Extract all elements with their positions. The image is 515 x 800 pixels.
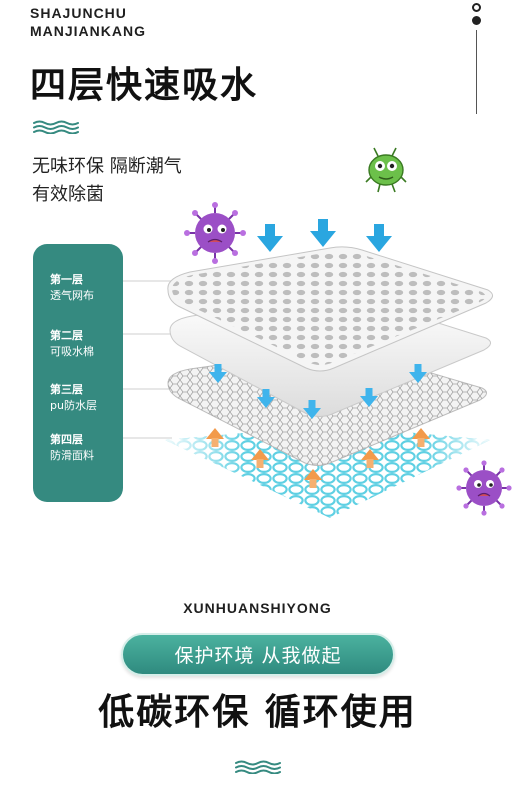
- brand-line-1: SHAJUNCHU: [30, 5, 127, 21]
- layer-item-2: 第二层 可吸水棉: [50, 328, 94, 360]
- vertical-rule: [476, 30, 477, 114]
- layer-name: 第三层: [50, 383, 83, 396]
- wave-icon: [33, 120, 79, 134]
- brand-name: SHAJUNCHU MANJIANKANG: [30, 4, 146, 40]
- slogan-heading: 低碳环保 循环使用: [98, 692, 417, 733]
- brand-line-2: MANJIANKANG: [30, 23, 146, 39]
- layer-desc: 可吸水棉: [50, 345, 94, 358]
- purple-germ-icon: [184, 202, 246, 264]
- layer-item-4: 第四层 防滑面料: [50, 432, 94, 464]
- purple-germ-icon: [456, 460, 512, 516]
- layer-item-1: 第一层 透气网布: [50, 272, 94, 304]
- down-arrow-icon: [366, 224, 392, 252]
- section-caption: XUNHUANSHIYONG: [183, 600, 332, 616]
- layer-desc: 透气网布: [50, 289, 94, 302]
- feature-line-1: 无味环保 隔断潮气: [32, 156, 182, 177]
- ring-dot-icon: [472, 3, 481, 12]
- decorative-dots: [469, 0, 485, 118]
- wave-icon: [235, 760, 281, 774]
- layer-desc: pu防水层: [50, 399, 97, 412]
- layer-4-mesh: [165, 425, 490, 518]
- leader-lines: [123, 280, 178, 439]
- layer-name: 第四层: [50, 433, 83, 446]
- down-arrow-icon: [310, 219, 336, 247]
- eco-banner-pill: 保护环境 从我做起: [121, 633, 395, 676]
- feature-line-2: 有效除菌: [32, 184, 104, 205]
- page-title: 四层快速吸水: [30, 65, 259, 106]
- layer-item-3: 第三层 pu防水层: [50, 382, 97, 414]
- layer-legend-panel: 第一层 透气网布 第二层 可吸水棉 第三层 pu防水层 第四层 防滑面料: [33, 244, 123, 502]
- layer-1-breathable-sheet: [167, 246, 493, 372]
- down-arrow-icon: [257, 224, 283, 252]
- layer-desc: 防滑面料: [50, 449, 94, 462]
- filled-dot-icon: [472, 16, 481, 25]
- layer-name: 第二层: [50, 329, 83, 342]
- green-bug-icon: [365, 147, 407, 193]
- layer-name: 第一层: [50, 273, 83, 286]
- mat-layers-illustration: [123, 147, 512, 518]
- feature-list: 无味环保 隔断潮气 有效除菌: [32, 153, 182, 209]
